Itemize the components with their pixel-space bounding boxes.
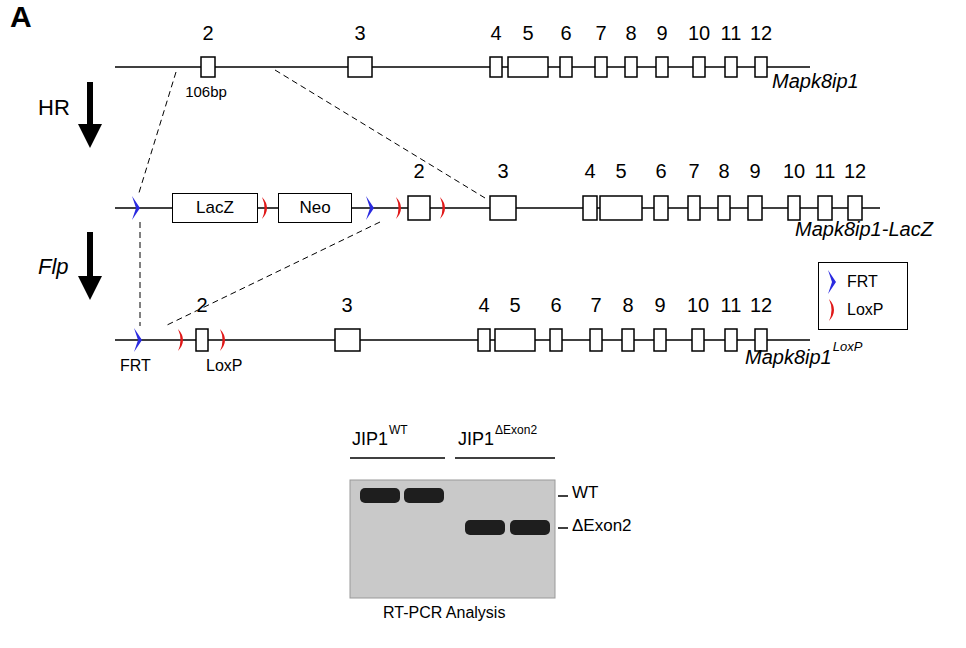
allele-name: Mapk8ip1-LacZ xyxy=(795,218,933,240)
exon-number: 6 xyxy=(655,160,666,182)
lane-superscript: ΔExon2 xyxy=(495,424,537,437)
legend-text: LoxP xyxy=(847,301,883,319)
exon-number: 3 xyxy=(341,294,352,316)
legend-box: FRT LoxP xyxy=(818,262,908,330)
gel-image xyxy=(350,458,568,598)
cassette-name: LacZ xyxy=(196,198,234,218)
lane-label: JIP1 xyxy=(352,430,388,450)
legend-text: FRT xyxy=(847,273,878,291)
gel-caption: RT-PCR Analysis xyxy=(383,604,505,622)
legend-entry: FRT xyxy=(825,268,901,296)
exon-number: 3 xyxy=(497,160,508,182)
exon-number: 11 xyxy=(721,22,742,44)
wild-type-locus xyxy=(115,57,810,77)
cassette-box: LacZ xyxy=(172,193,258,223)
dashed-guides xyxy=(138,70,485,326)
exon-number: 7 xyxy=(590,294,601,316)
exon-number: 2 xyxy=(413,160,424,182)
exon-number: 9 xyxy=(654,294,665,316)
targeted-locus xyxy=(115,196,880,220)
site-label: LoxP xyxy=(206,357,242,375)
cassette-name: Neo xyxy=(299,198,330,218)
exon-number: 3 xyxy=(354,22,365,44)
legend-sample xyxy=(825,269,839,295)
exon-number: 7 xyxy=(595,22,606,44)
cassette-box: Neo xyxy=(278,193,352,223)
exon-number: 11 xyxy=(815,160,836,182)
exon-number: 9 xyxy=(656,22,667,44)
panel-letter: A xyxy=(10,0,32,33)
step-label: HR xyxy=(38,96,70,120)
floxed-locus xyxy=(115,329,810,351)
exon-number: 4 xyxy=(490,22,501,44)
exon-number: 12 xyxy=(750,22,772,44)
site-label: FRT xyxy=(120,357,151,375)
exon-number: 12 xyxy=(844,160,866,182)
allele-superscript: LoxP xyxy=(833,340,863,354)
exon-number: 2 xyxy=(196,294,207,316)
exon-number: 7 xyxy=(688,160,699,182)
exon-number: 10 xyxy=(687,294,709,316)
exon-number: 4 xyxy=(478,294,489,316)
exon-number: 8 xyxy=(718,160,729,182)
exon-number: 8 xyxy=(622,294,633,316)
step-arrow xyxy=(78,82,102,300)
lane-label: JIP1 xyxy=(458,430,494,450)
exon-number: 6 xyxy=(550,294,561,316)
exon-number: 6 xyxy=(560,22,571,44)
exon-number: 2 xyxy=(202,22,213,44)
exon-number: 4 xyxy=(584,160,595,182)
exon-number: 5 xyxy=(522,22,533,44)
lane-superscript: WT xyxy=(389,424,408,437)
exon-number: 5 xyxy=(509,294,520,316)
exon-number: 9 xyxy=(749,160,760,182)
band-label: WT xyxy=(572,484,598,503)
allele-name: Mapk8ip1 xyxy=(745,346,832,368)
exon-number: 12 xyxy=(750,294,772,316)
legend-sample xyxy=(825,297,839,323)
legend-entry: LoxP xyxy=(825,296,901,324)
allele-name: Mapk8ip1 xyxy=(772,70,859,92)
exon-number: 11 xyxy=(721,294,742,316)
exon-number: 10 xyxy=(688,22,710,44)
band-label: ΔExon2 xyxy=(572,517,632,536)
exon-number: 8 xyxy=(625,22,636,44)
step-label: Flp xyxy=(38,255,69,279)
exon-size: 106bp xyxy=(185,84,227,101)
exon-number: 5 xyxy=(615,160,626,182)
exon-number: 10 xyxy=(783,160,805,182)
